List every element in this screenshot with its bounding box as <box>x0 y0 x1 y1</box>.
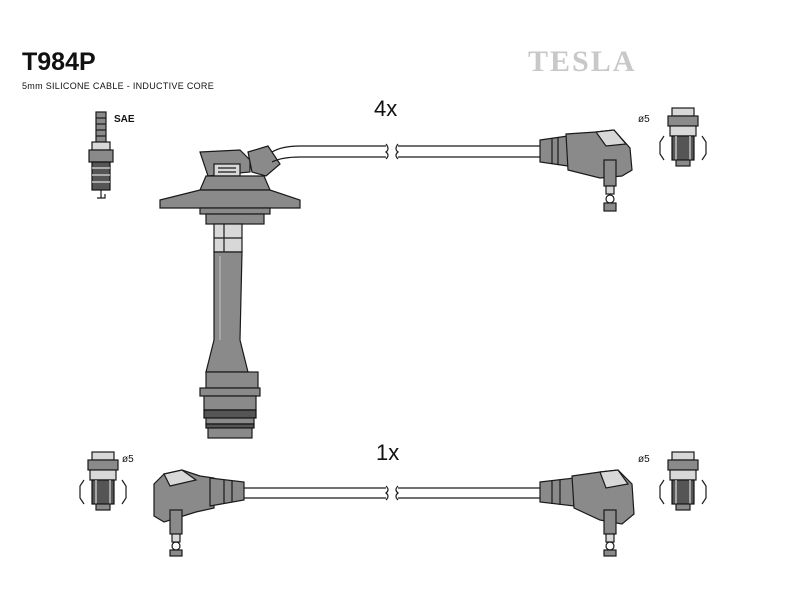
bottom-right-plug-boot <box>539 469 635 557</box>
bottom-cable-wire <box>244 485 540 501</box>
terminal-bottom-right-icon <box>659 451 707 511</box>
quantity-bottom-cable: 1x <box>376 440 399 465</box>
diameter-top-right: ø5 <box>638 114 650 125</box>
spark-plug-thread-label: SAE <box>114 114 135 125</box>
brand-logo: TESLA <box>528 45 636 78</box>
terminal-top-right-icon <box>659 107 707 167</box>
terminal-bottom-left-icon <box>79 451 127 511</box>
diameter-bottom-right: ø5 <box>638 454 650 465</box>
top-cable-wire <box>271 143 540 163</box>
part-number: T984P <box>22 48 96 76</box>
diameter-bottom-left: ø5 <box>122 454 134 465</box>
bottom-left-plug-boot <box>153 469 245 557</box>
top-right-plug-boot <box>539 129 633 212</box>
cable-description: 5mm SILICONE CABLE - INDUCTIVE CORE <box>22 81 214 91</box>
quantity-top-cable: 4x <box>374 96 397 121</box>
spark-plug-icon <box>88 111 114 199</box>
coil-boot-connector <box>159 145 301 439</box>
